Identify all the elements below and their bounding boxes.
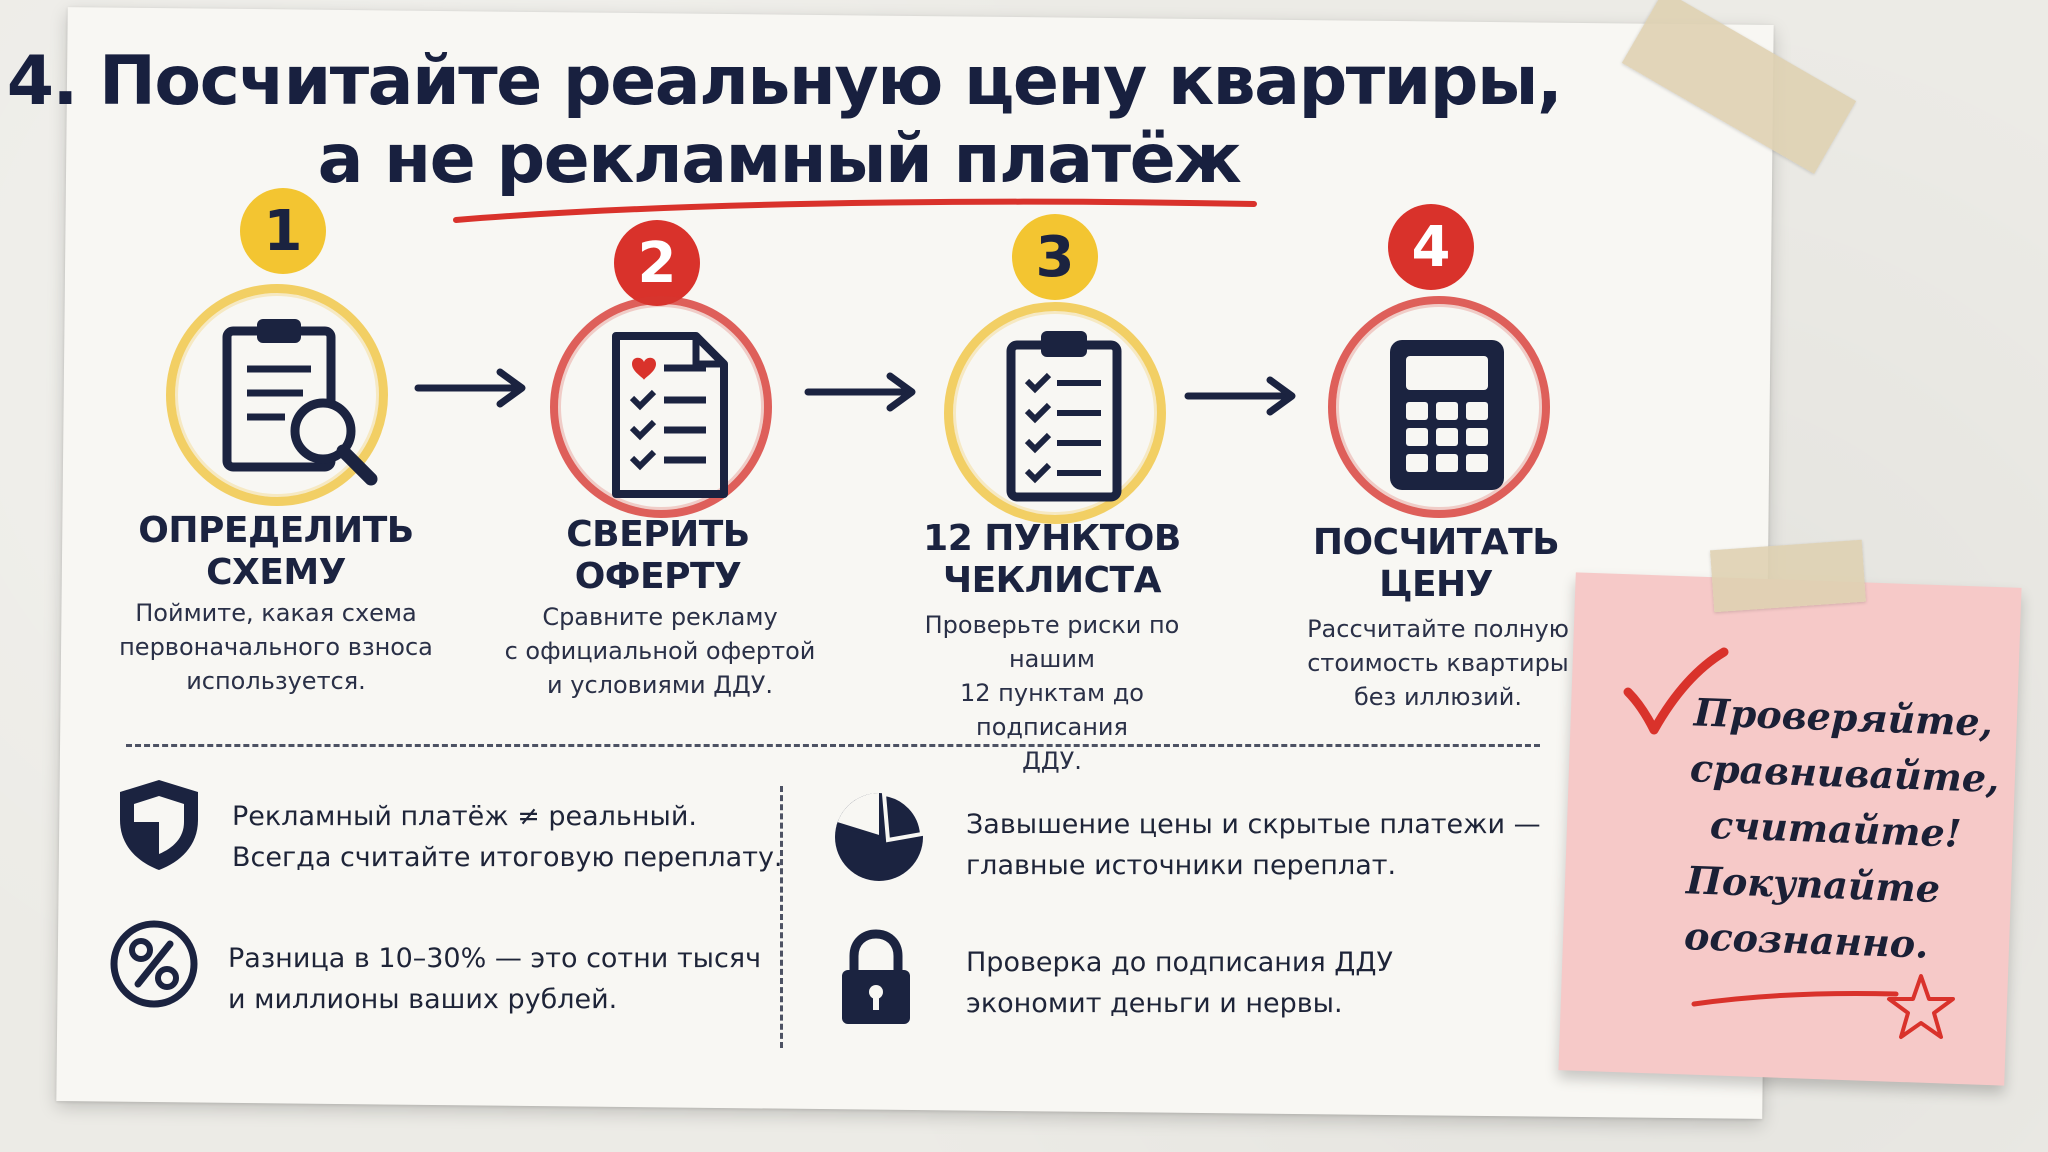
star-icon bbox=[1887, 974, 1955, 1039]
arrow-right-icon bbox=[804, 372, 916, 412]
step-4-text: Рассчитайте полную стоимость квартиры бе… bbox=[1278, 612, 1598, 714]
fact-1-line1: Рекламный платёж ≠ реальный. bbox=[232, 801, 697, 832]
fact-4-line2: экономит деньги и нервы. bbox=[966, 988, 1343, 1019]
calculator-icon bbox=[1390, 340, 1504, 490]
note-underline bbox=[1691, 991, 1899, 1007]
vertical-divider bbox=[780, 786, 783, 1048]
step-3-ring bbox=[944, 302, 1166, 524]
step-1-text-line1: Поймите, какая схема bbox=[135, 599, 417, 627]
fact-3-line2: и миллионы ваших рублей. bbox=[228, 984, 618, 1015]
step-2-text-line2: с официальной офертой bbox=[504, 637, 816, 665]
step-3-text-line3: ДДУ. bbox=[1022, 747, 1082, 775]
note-line5: осознанно. bbox=[1683, 913, 1930, 967]
step-1-text-line3: используется. bbox=[186, 667, 366, 695]
step-2-title-line2: ОФЕРТУ bbox=[574, 556, 742, 597]
fact-2: Завышение цены и скрытые платежи — главн… bbox=[966, 804, 1541, 886]
arrow-right-icon bbox=[1184, 376, 1296, 416]
step-2-ring bbox=[550, 296, 772, 518]
step-1-title: ОПРЕДЕЛИТЬ СХЕМУ bbox=[126, 510, 426, 594]
step-3-text-line1: Проверьте риски по нашим bbox=[924, 611, 1180, 673]
step-1-number: 1 bbox=[240, 188, 326, 274]
step-2-number: 2 bbox=[614, 220, 700, 306]
clipboard-search-icon bbox=[222, 319, 378, 486]
note-text: Проверяйте, сравнивайте, считайте! Покуп… bbox=[1683, 684, 2023, 975]
document-checklist-icon bbox=[612, 332, 728, 498]
step-1-text-line2: первоначального взноса bbox=[119, 633, 433, 661]
fact-2-line2: главные источники переплат. bbox=[966, 850, 1397, 881]
horizontal-divider bbox=[126, 744, 1540, 747]
step-4-title-line1: ПОСЧИТАТЬ bbox=[1312, 522, 1560, 563]
step-2-text-line3: и условиями ДДУ. bbox=[547, 671, 773, 699]
clipboard-checklist-icon bbox=[1006, 331, 1122, 502]
step-1-title-line1: ОПРЕДЕЛИТЬ bbox=[138, 510, 414, 551]
tape-note bbox=[1710, 539, 1866, 613]
step-2-text: Сравните рекламу с официальной офертой и… bbox=[500, 600, 820, 702]
fact-1: Рекламный платёж ≠ реальный. Всегда счит… bbox=[232, 796, 783, 878]
step-1-title-line2: СХЕМУ bbox=[206, 552, 346, 593]
fact-4: Проверка до подписания ДДУ экономит день… bbox=[966, 942, 1393, 1024]
step-3-text-line2: 12 пунктам до подписания bbox=[960, 679, 1144, 741]
page-title-line2: а не рекламный платёж bbox=[317, 120, 1242, 199]
step-2-title-line1: СВЕРИТЬ bbox=[566, 514, 750, 555]
step-3-number: 3 bbox=[1012, 214, 1098, 300]
fact-1-line2: Всегда считайте итоговую переплату. bbox=[232, 842, 783, 873]
checkmark-icon bbox=[1623, 647, 1729, 735]
step-1-ring bbox=[166, 284, 388, 506]
page-title-line1: 4. Посчитайте реальную цену квартиры, bbox=[6, 42, 1563, 121]
pie-chart-icon bbox=[835, 791, 925, 881]
step-1-text: Поймите, какая схема первоначального взн… bbox=[116, 596, 436, 698]
step-4-text-line2: стоимость квартиры bbox=[1307, 649, 1569, 677]
step-4-text-line3: без иллюзий. bbox=[1353, 683, 1523, 711]
step-4-title: ПОСЧИТАТЬ ЦЕНУ bbox=[1286, 522, 1586, 606]
step-3-title-line2: ЧЕКЛИСТА bbox=[943, 560, 1161, 601]
fact-3-line1: Разница в 10–30% — это сотни тысяч bbox=[228, 943, 762, 974]
lock-icon bbox=[842, 929, 910, 1024]
fact-3: Разница в 10–30% — это сотни тысяч и мил… bbox=[228, 938, 761, 1020]
percent-icon bbox=[110, 920, 198, 1008]
step-4-ring bbox=[1328, 296, 1550, 518]
step-4-title-line2: ЦЕНУ bbox=[1379, 564, 1493, 605]
fact-2-line1: Завышение цены и скрытые платежи — bbox=[966, 809, 1541, 840]
step-3-text: Проверьте риски по нашим 12 пунктам до п… bbox=[892, 608, 1212, 778]
title-underline bbox=[453, 198, 1257, 223]
step-4-number: 4 bbox=[1388, 204, 1474, 290]
arrow-right-icon bbox=[414, 368, 526, 408]
step-2-text-line1: Сравните рекламу bbox=[542, 603, 778, 631]
step-2-title: СВЕРИТЬ ОФЕРТУ bbox=[508, 514, 808, 598]
fact-4-line1: Проверка до подписания ДДУ bbox=[966, 947, 1393, 978]
step-4-text-line1: Рассчитайте полную bbox=[1307, 615, 1569, 643]
step-3-title: 12 ПУНКТОВ ЧЕКЛИСТА bbox=[902, 518, 1202, 602]
shield-icon bbox=[120, 780, 198, 870]
step-3-title-line1: 12 ПУНКТОВ bbox=[923, 518, 1181, 559]
